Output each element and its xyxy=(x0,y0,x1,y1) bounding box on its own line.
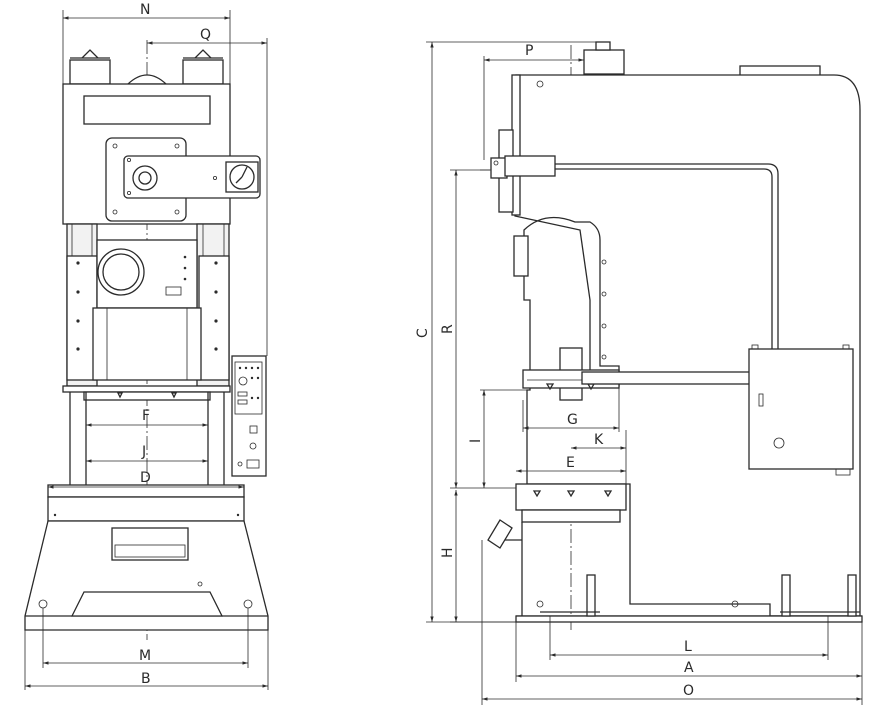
label-a: A xyxy=(684,660,694,676)
label-n: N xyxy=(140,2,150,18)
label-j: J xyxy=(141,444,146,460)
front-nameplate xyxy=(83,95,211,125)
side-frame xyxy=(514,74,861,617)
front-dimensions xyxy=(24,10,269,690)
side-flywheel xyxy=(490,129,556,277)
label-m: M xyxy=(139,648,151,664)
front-view: N Q F J D M B xyxy=(24,2,269,690)
label-b: B xyxy=(141,671,151,687)
label-i: I xyxy=(468,439,484,443)
label-k: K xyxy=(594,432,604,448)
side-electrical-cabinet xyxy=(748,344,854,476)
front-columns xyxy=(66,223,230,387)
side-bolster xyxy=(515,483,627,523)
label-r: R xyxy=(440,324,456,334)
label-d: D xyxy=(140,470,151,486)
side-view: P C R G K I E H L A O xyxy=(415,41,863,705)
front-control-panel xyxy=(231,355,267,477)
side-dimensions xyxy=(426,41,863,705)
label-l: L xyxy=(684,639,692,655)
front-base xyxy=(24,484,269,631)
label-f: F xyxy=(142,408,150,424)
label-e: E xyxy=(566,455,575,471)
gauge-icon xyxy=(225,161,259,193)
side-lower-bed xyxy=(487,519,863,623)
front-slide xyxy=(92,239,202,381)
label-g: G xyxy=(567,412,578,428)
side-oil-pipe xyxy=(555,163,779,350)
front-table xyxy=(62,385,231,485)
label-p: P xyxy=(525,43,533,59)
label-h: H xyxy=(440,547,456,558)
label-q: Q xyxy=(200,27,211,43)
side-slide xyxy=(522,259,753,401)
front-balancer-cylinders xyxy=(69,49,224,85)
label-c: C xyxy=(415,328,431,338)
label-o: O xyxy=(683,683,694,699)
